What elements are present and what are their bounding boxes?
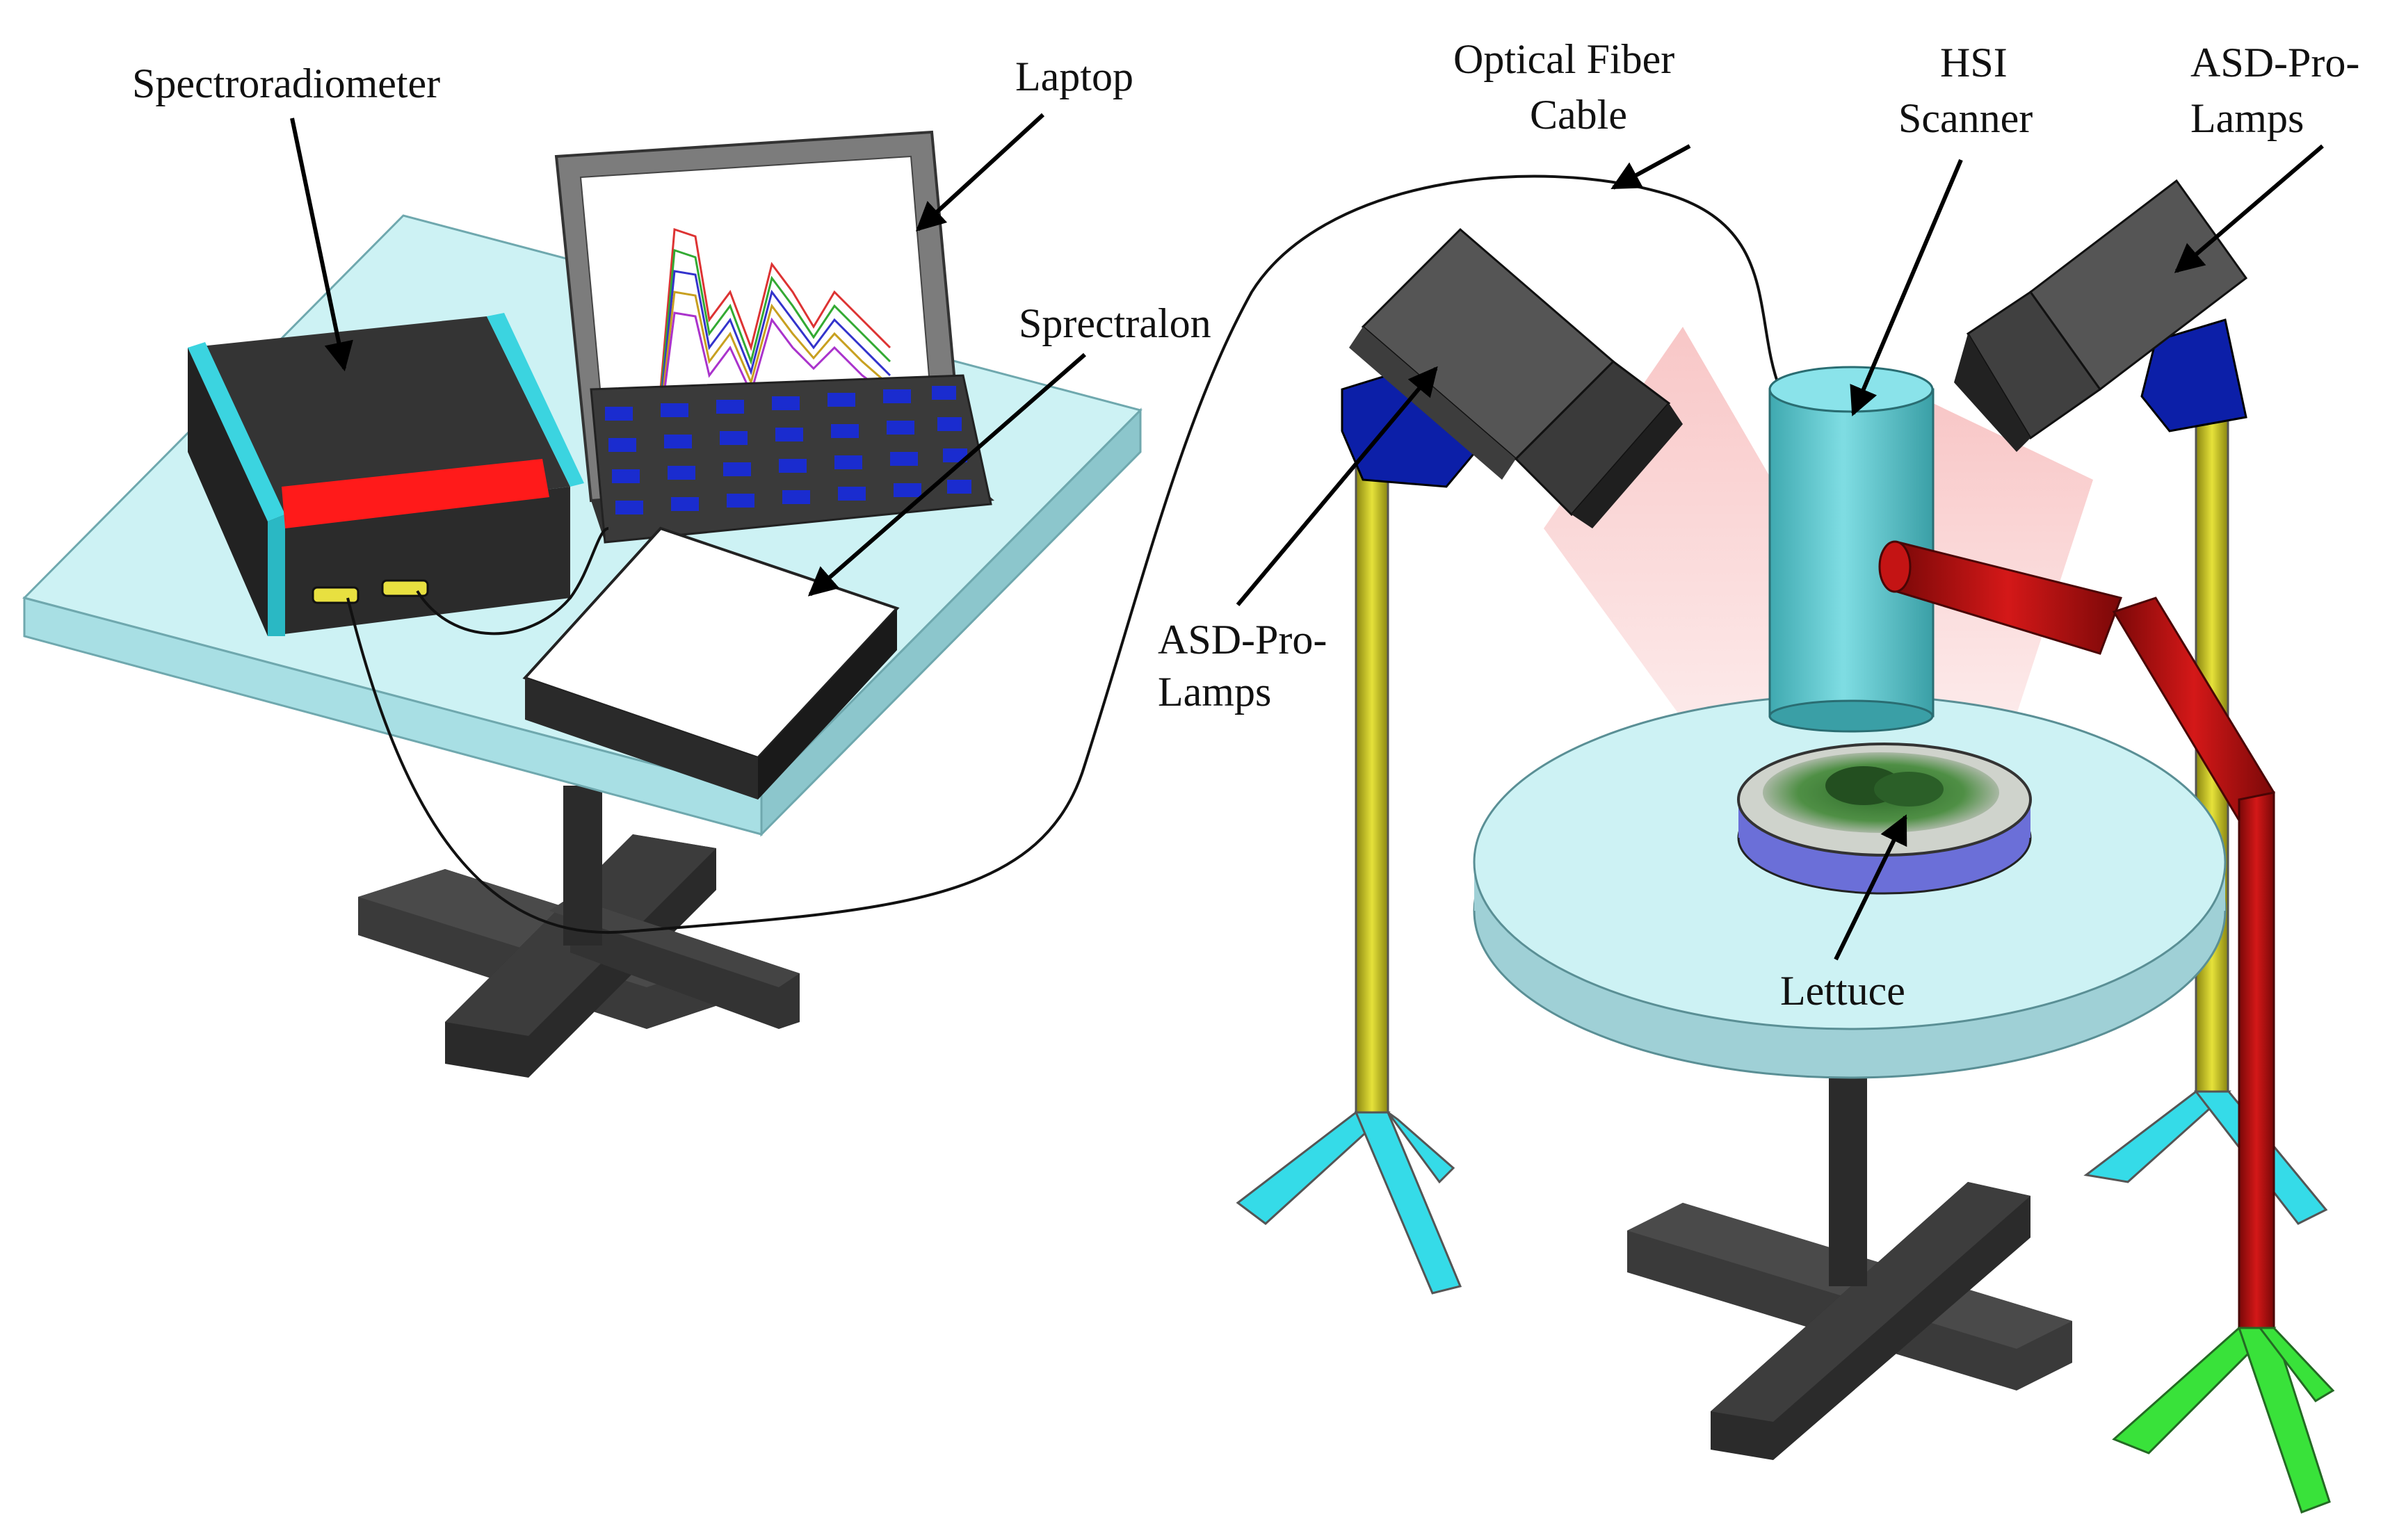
arrow-laptop [915, 113, 1045, 232]
label-spectroradiometer: Spectroradiometer [132, 60, 440, 106]
arrow-left-lamps [1236, 366, 1438, 606]
label-left-lamps-line1: ASD-Pro- [1158, 617, 1327, 663]
left-lamp [1341, 227, 1683, 528]
label-right-lamps-line2: Lamps [2190, 95, 2304, 141]
right-lamp [1954, 179, 2248, 452]
arrow-right-lamps [2174, 144, 2324, 273]
laptop-screen-spectra [638, 227, 891, 446]
device-port-2 [381, 579, 429, 597]
optical-fiber-cable [346, 175, 1782, 934]
label-left-lamps-line2: Lamps [1158, 669, 1271, 715]
arrow-lettuce [1834, 814, 1907, 961]
scanner-support-arm [1878, 540, 2335, 1514]
label-optical-fiber-line2: Cable [1530, 92, 1627, 138]
label-sprectralon: Sprectralon [1019, 300, 1211, 346]
spectroradiometer-device [188, 313, 584, 636]
arrow-sprectralon [807, 352, 1086, 597]
left-lamp-stand [1236, 423, 1462, 1295]
spectralon-panel [522, 526, 900, 800]
label-laptop: Laptop [1015, 54, 1133, 99]
device-port-1 [312, 586, 360, 604]
labels: Spectroradiometer Laptop Optical Fiber C… [132, 36, 2359, 1014]
label-hsi-line1: HSI [1940, 40, 2008, 86]
arrow-hsi-scanner [1850, 159, 1963, 416]
label-optical-fiber-line1: Optical Fiber [1453, 36, 1674, 82]
right-lamp-mount [2140, 318, 2247, 432]
device-cable-to-laptop [416, 527, 609, 635]
lettuce-dish [1737, 743, 2032, 895]
label-lettuce: Lettuce [1780, 968, 1905, 1014]
spectroradiometer-display [282, 459, 549, 528]
left-table-post [563, 786, 602, 946]
right-table-base [1627, 1071, 2072, 1460]
laptop-keys [605, 386, 971, 514]
label-hsi-line2: Scanner [1898, 95, 2033, 141]
label-right-lamps-line1: ASD-Pro- [2190, 40, 2359, 86]
leader-arrows [290, 113, 2324, 961]
arrow-optical-fiber [1610, 144, 1691, 190]
arrow-spectroradiometer [290, 117, 353, 372]
laptop [554, 130, 994, 544]
